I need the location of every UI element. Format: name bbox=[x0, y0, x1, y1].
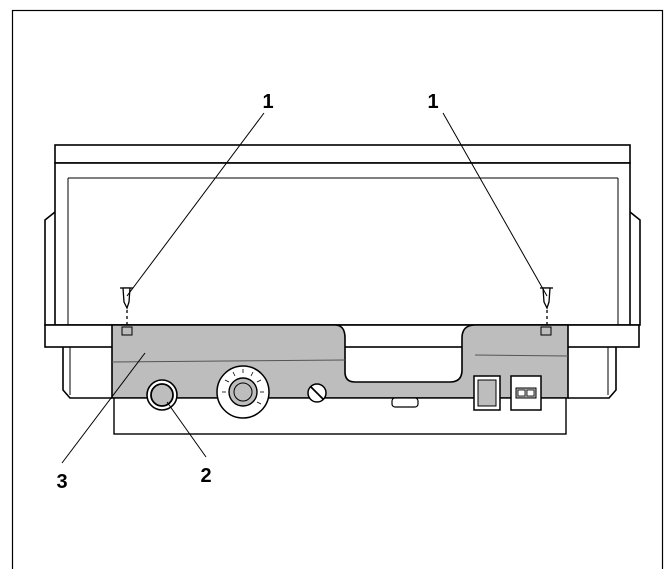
leader-lines bbox=[61, 112, 548, 464]
panel-tab-right bbox=[540, 326, 552, 336]
callout-label-2: 2 bbox=[200, 465, 211, 487]
knob-button bbox=[146, 379, 178, 411]
screw-adjuster bbox=[307, 383, 327, 403]
power-switch bbox=[473, 375, 501, 411]
leader-3 bbox=[61, 352, 146, 464]
fixing-screw-left bbox=[120, 287, 133, 326]
leader-1a bbox=[126, 112, 265, 297]
callout-label-1-left: 1 bbox=[262, 91, 273, 113]
callout-label-1-right: 1 bbox=[427, 91, 438, 113]
panel-tab-left bbox=[121, 326, 133, 336]
display-slot bbox=[391, 397, 419, 408]
connector-socket bbox=[510, 375, 542, 411]
callout-label-3: 3 bbox=[56, 471, 67, 493]
leader-1b bbox=[442, 112, 548, 297]
temperature-dial bbox=[216, 365, 270, 419]
leader-2 bbox=[166, 401, 207, 458]
